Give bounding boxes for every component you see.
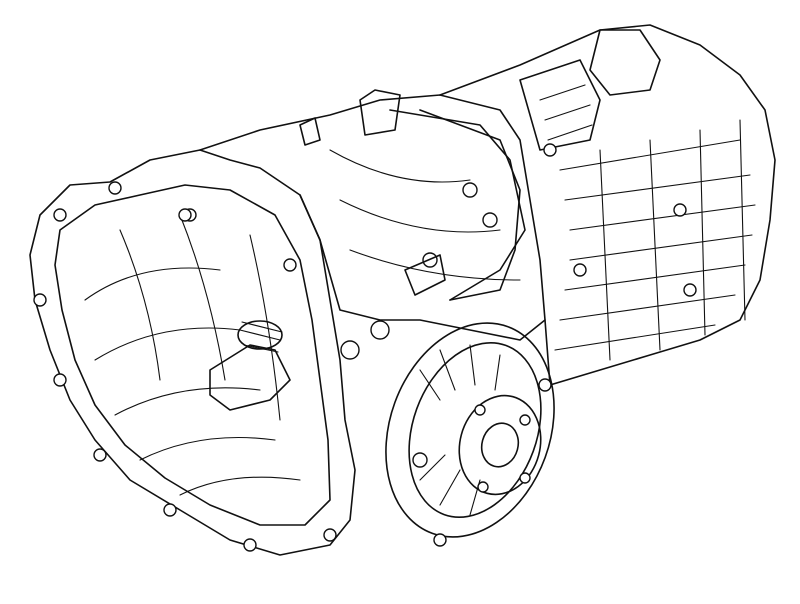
linkage-rod (389, 109, 526, 301)
main-case (178, 89, 546, 341)
output-flange (385, 322, 555, 547)
bell-housing (29, 149, 390, 556)
rear-case (439, 24, 776, 386)
